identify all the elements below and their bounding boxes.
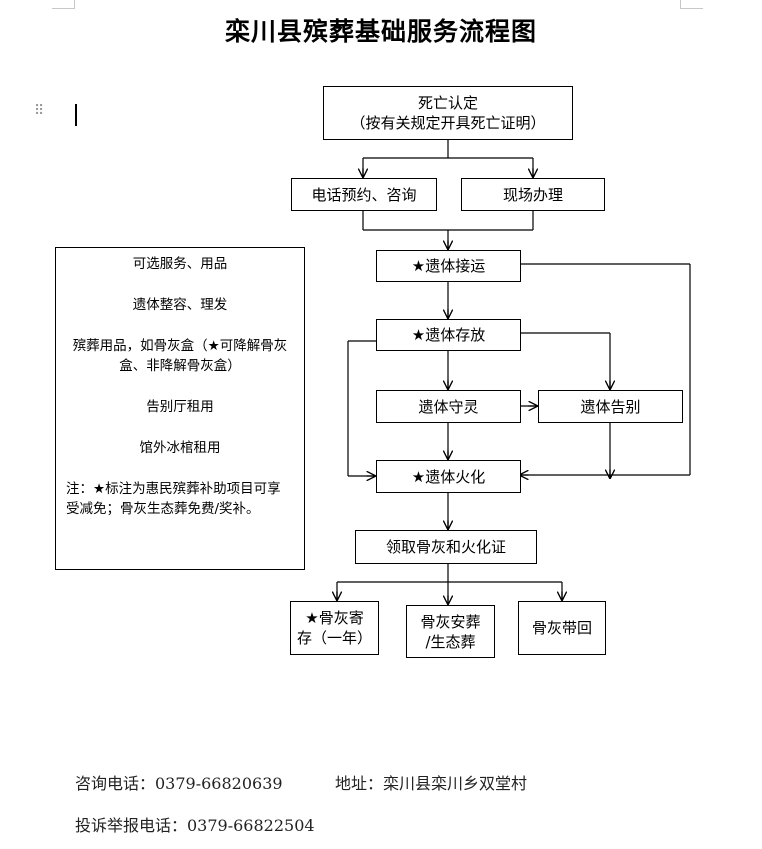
phone-booking-box: 电话预约、咨询 [291,178,437,211]
optional-services-box: 可选服务、用品 遗体整容、理发 殡葬用品，如骨灰盒（★可降解骨灰盒、非降解骨灰盒… [55,247,305,570]
subsidy-note: 注：★标注为惠民殡葬补助项目可享受减免；骨灰生态葬免费/奖补。 [66,481,281,517]
cremation-box: ★遗体火化 [376,460,521,493]
body-storage-box: ★遗体存放 [376,319,521,351]
text-cursor [75,104,77,126]
drag-handle-icon[interactable]: ⠿ [34,103,45,119]
optional-item: 馆外冰棺租用 [139,440,221,456]
optional-services-heading: 可选服务、用品 [132,256,228,272]
address: 地址：栾川县栾川乡双堂村 [335,774,528,793]
ashes-burial-box: 骨灰安葬 /生态葬 [406,605,495,658]
page-corner-mark [680,0,703,9]
page-title: 栾川县殡葬基础服务流程图 [224,17,537,46]
collect-ashes-box: 领取骨灰和火化证 [355,530,537,564]
ashes-deposit-box: ★骨灰寄 存（一年） [290,601,379,655]
page-corner-mark [52,0,75,9]
optional-item: 遗体整容、理发 [132,297,228,313]
body-farewell-box: 遗体告别 [538,390,683,423]
body-pickup-box: ★遗体接运 [376,250,521,282]
body-vigil-box: 遗体守灵 [376,390,521,423]
optional-item: 殡葬用品，如骨灰盒（★可降解骨灰盒、非降解骨灰盒） [72,338,288,374]
complaint-phone: 投诉举报电话：0379-66822504 [75,816,315,835]
optional-item: 告别厅租用 [146,399,214,415]
consult-phone: 咨询电话：0379-66820639 [75,774,283,793]
death-certification-box: 死亡认定 （按有关规定开具死亡证明） [323,86,573,140]
ashes-take-home-box: 骨灰带回 [518,601,606,655]
onsite-handling-box: 现场办理 [461,178,605,211]
